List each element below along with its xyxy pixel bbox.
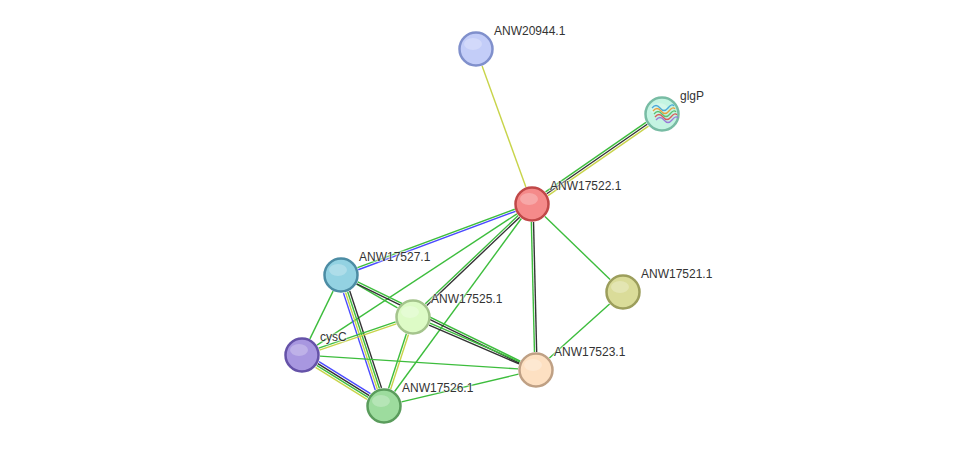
evidence-line xyxy=(531,222,534,352)
evidence-line xyxy=(547,124,647,194)
interaction-edge xyxy=(316,362,371,400)
evidence-line xyxy=(430,323,520,362)
evidence-line xyxy=(357,284,520,363)
protein-node: ANW17521.1 xyxy=(605,274,641,310)
evidence-line xyxy=(317,365,368,397)
node-circle xyxy=(644,96,680,132)
interaction-edge xyxy=(425,216,519,306)
evidence-line xyxy=(319,324,396,350)
evidence-line xyxy=(429,325,519,364)
node-circle xyxy=(605,274,641,310)
node-label: ANW17522.1 xyxy=(550,179,621,193)
evidence-line xyxy=(358,282,521,361)
interaction-edge xyxy=(357,284,398,308)
evidence-line xyxy=(346,292,378,389)
evidence-line xyxy=(545,217,610,280)
node-label: glgP xyxy=(680,89,704,103)
protein-node: ANW17523.1 xyxy=(518,352,554,388)
node-label: cysC xyxy=(320,330,347,344)
protein-node: ANW20944.1 xyxy=(458,31,494,67)
node-label: ANW17523.1 xyxy=(554,345,625,359)
node-circle xyxy=(284,337,320,373)
evidence-line xyxy=(319,322,396,348)
evidence-line xyxy=(343,293,375,390)
protein-node: glgP xyxy=(644,96,680,132)
node-circle xyxy=(366,388,402,424)
protein-node: ANW17527.1 xyxy=(323,257,359,293)
protein-node: cysC xyxy=(284,337,320,373)
node-circle xyxy=(458,31,494,67)
protein-node: ANW17525.1 xyxy=(395,299,431,335)
evidence-line xyxy=(548,126,648,196)
node-circle xyxy=(514,186,550,222)
node-circle xyxy=(395,299,431,335)
evidence-line xyxy=(320,356,518,369)
node-label: ANW20944.1 xyxy=(494,24,565,38)
evidence-line xyxy=(350,291,382,388)
interaction-edge xyxy=(317,214,517,345)
evidence-line xyxy=(357,284,398,308)
node-label: ANW17525.1 xyxy=(431,292,502,306)
interaction-edge xyxy=(319,322,397,350)
interaction-edge xyxy=(429,323,520,364)
node-label: ANW17527.1 xyxy=(359,250,430,264)
evidence-line xyxy=(319,362,370,394)
interaction-edge xyxy=(531,222,536,352)
evidence-line xyxy=(316,367,367,399)
protein-node: ANW17522.1 xyxy=(514,186,550,222)
interaction-edge xyxy=(357,209,515,270)
evidence-line xyxy=(402,374,519,402)
interaction-edge xyxy=(482,66,526,187)
interaction-edge xyxy=(402,374,519,402)
evidence-line xyxy=(427,217,520,305)
evidence-line xyxy=(318,364,369,396)
evidence-line xyxy=(482,66,526,187)
protein-node: ANW17526.1 xyxy=(366,388,402,424)
node-label: ANW17526.1 xyxy=(402,381,473,395)
node-circle xyxy=(323,257,359,293)
evidence-line xyxy=(317,214,517,345)
evidence-line xyxy=(425,216,518,304)
interaction-edge xyxy=(320,356,518,369)
node-label: ANW17521.1 xyxy=(641,267,712,281)
evidence-line xyxy=(348,292,380,389)
node-circle xyxy=(518,352,554,388)
interaction-edge xyxy=(546,122,649,195)
interaction-edge xyxy=(545,217,610,280)
interaction-edge xyxy=(357,282,521,363)
